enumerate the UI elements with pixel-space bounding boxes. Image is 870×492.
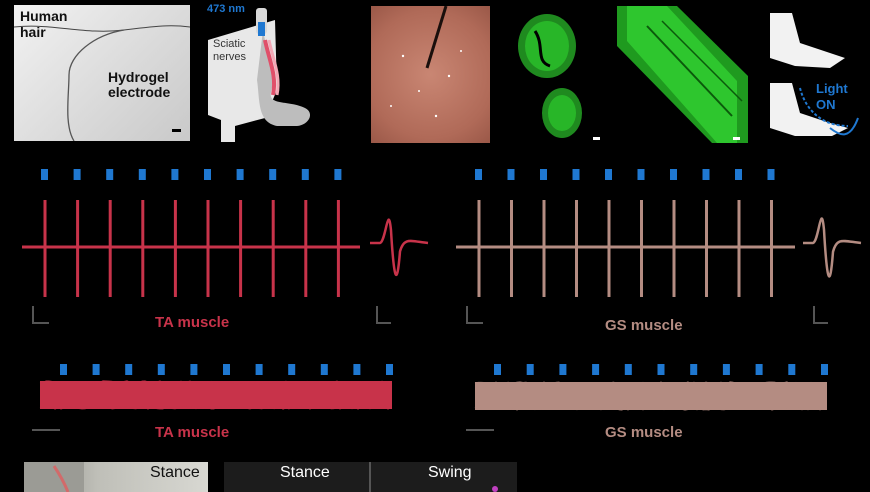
gs-muscle-label-top: GS muscle <box>605 317 683 334</box>
light-pulse-gs-top <box>670 169 677 180</box>
light-pulse-ta-bottom <box>288 364 295 375</box>
ta-noise-band <box>40 381 392 409</box>
light-pulse-gs-bottom <box>821 364 828 375</box>
light-pulse-gs-bottom <box>658 364 665 375</box>
gs-noise-band <box>475 382 827 410</box>
light-pulse-ta-top <box>204 169 211 180</box>
ta-scale-bar <box>33 306 49 323</box>
gs-single-waveform <box>803 219 861 277</box>
light-pulse-ta-top <box>269 169 276 180</box>
light-pulse-ta-top <box>74 169 81 180</box>
light-pulse-gs-top <box>573 169 580 180</box>
light-pulse-gs-bottom <box>690 364 697 375</box>
gs-scale-bar <box>467 306 483 323</box>
ta-muscle-label-top: TA muscle <box>155 314 229 331</box>
swing-phase-label: Swing <box>428 464 472 482</box>
light-pulse-gs-bottom <box>527 364 534 375</box>
gs-waveform-scale-bar <box>814 306 828 323</box>
light-pulse-gs-bottom <box>592 364 599 375</box>
light-pulse-ta-bottom <box>353 364 360 375</box>
light-pulse-gs-bottom <box>494 364 501 375</box>
light-pulse-ta-top <box>334 169 341 180</box>
light-pulse-gs-top <box>540 169 547 180</box>
light-pulse-gs-top <box>735 169 742 180</box>
ta-muscle-label-bottom: TA muscle <box>155 424 229 441</box>
stance-phase-label: Stance <box>280 464 330 482</box>
light-pulse-gs-top <box>638 169 645 180</box>
light-pulse-ta-top <box>171 169 178 180</box>
light-pulse-ta-top <box>139 169 146 180</box>
light-pulse-ta-bottom <box>93 364 100 375</box>
light-pulse-ta-top <box>237 169 244 180</box>
gait-phase-bar: Stance Swing <box>224 462 517 492</box>
light-pulse-gs-bottom <box>756 364 763 375</box>
light-pulse-ta-bottom <box>321 364 328 375</box>
photo-stance-label: Stance <box>150 464 200 482</box>
light-pulse-ta-bottom <box>223 364 230 375</box>
gs-muscle-label-bottom: GS muscle <box>605 424 683 441</box>
light-pulse-gs-top <box>605 169 612 180</box>
light-pulse-ta-bottom <box>158 364 165 375</box>
light-pulse-ta-bottom <box>60 364 67 375</box>
light-pulse-ta-bottom <box>190 364 197 375</box>
light-pulse-ta-top <box>41 169 48 180</box>
light-pulse-gs-bottom <box>723 364 730 375</box>
light-pulse-gs-top <box>703 169 710 180</box>
light-pulse-gs-top <box>508 169 515 180</box>
light-pulse-gs-top <box>475 169 482 180</box>
light-pulse-ta-bottom <box>386 364 393 375</box>
phase-marker <box>492 486 498 492</box>
light-pulse-ta-top <box>302 169 309 180</box>
light-pulse-gs-bottom <box>625 364 632 375</box>
light-pulse-gs-bottom <box>788 364 795 375</box>
light-pulse-ta-bottom <box>256 364 263 375</box>
gait-photo: Stance <box>24 462 208 492</box>
light-pulse-ta-bottom <box>125 364 132 375</box>
light-pulse-gs-top <box>768 169 775 180</box>
phase-divider <box>369 462 371 492</box>
ta-single-waveform <box>370 220 428 275</box>
light-pulse-ta-top <box>106 169 113 180</box>
light-pulse-gs-bottom <box>559 364 566 375</box>
ta-waveform-scale-bar <box>377 306 391 323</box>
